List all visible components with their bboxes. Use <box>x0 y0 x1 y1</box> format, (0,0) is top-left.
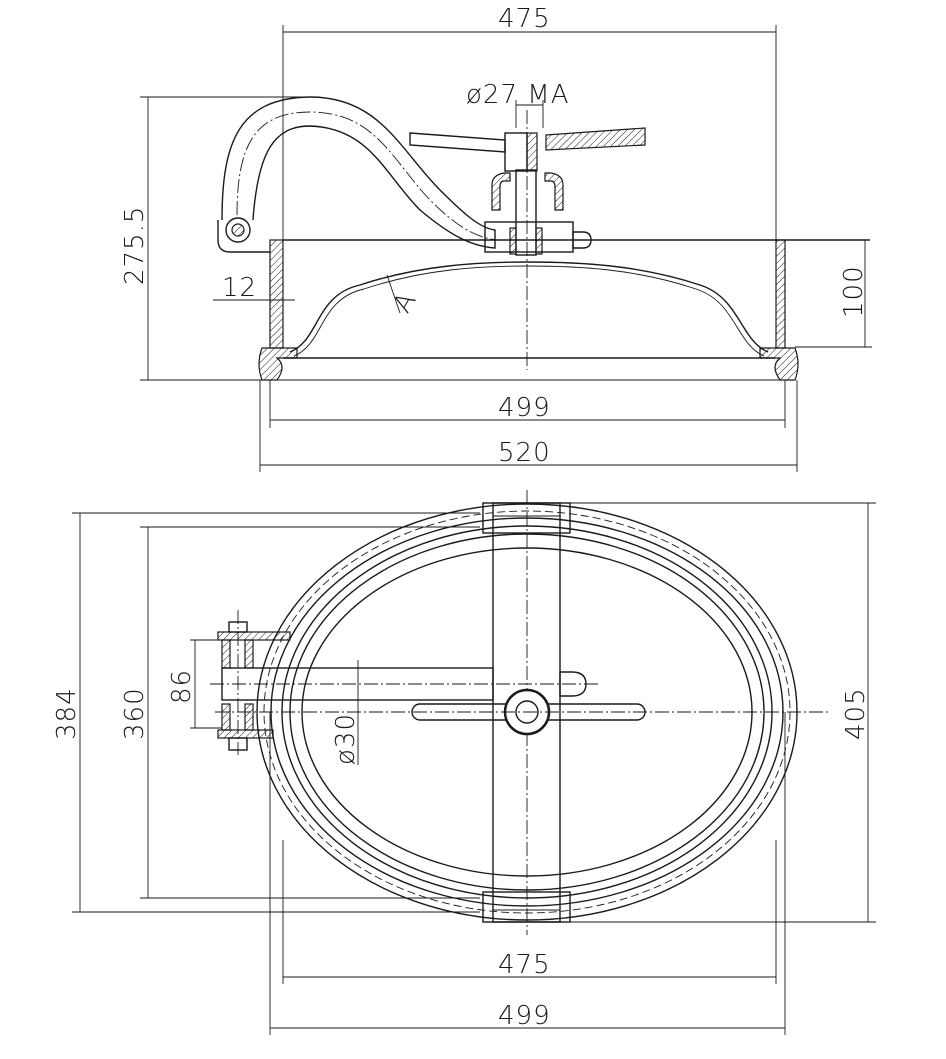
right-collar-wall <box>775 239 786 349</box>
dim-top-width: 475 <box>498 4 551 34</box>
handle-bar-left <box>409 132 506 153</box>
dim-collar-height: 100 <box>839 265 869 318</box>
dome-lid <box>289 261 769 353</box>
plan-view: 384 360 86 ø30 405 475 499 <box>52 490 876 1035</box>
hinge-pin <box>225 217 251 243</box>
dim-overall-height: 405 <box>841 687 871 740</box>
handle-bar-right <box>545 127 646 151</box>
dim-inner-width: 499 <box>498 393 551 423</box>
side-view: A ø27 MA 475 275.5 <box>120 4 872 472</box>
left-gasket <box>258 347 298 381</box>
dim-plan-outer-width: 499 <box>498 1001 551 1031</box>
handle-hub <box>504 132 528 172</box>
dim-outer-width: 520 <box>498 438 551 468</box>
left-collar-wall <box>269 239 284 349</box>
dim-plan-inner-width: 475 <box>498 950 551 980</box>
clamp-arm <box>221 96 496 249</box>
spindle-housing <box>484 221 574 253</box>
spindle <box>515 169 537 256</box>
right-gasket <box>759 347 799 381</box>
thread-size-label: ø27 MA <box>466 80 569 110</box>
hinge-bracket-top <box>217 631 291 641</box>
dim-height: 275.5 <box>120 206 150 285</box>
dim-bar-diameter: ø30 <box>331 713 361 765</box>
dim-outer-height: 384 <box>52 687 82 740</box>
dim-inner-height: 360 <box>120 687 150 740</box>
dim-wall-thickness: 12 <box>222 273 257 303</box>
dim-hinge-spacing: 86 <box>167 669 197 704</box>
cap-nut <box>572 231 592 249</box>
hinge-bracket-bottom <box>217 729 274 739</box>
